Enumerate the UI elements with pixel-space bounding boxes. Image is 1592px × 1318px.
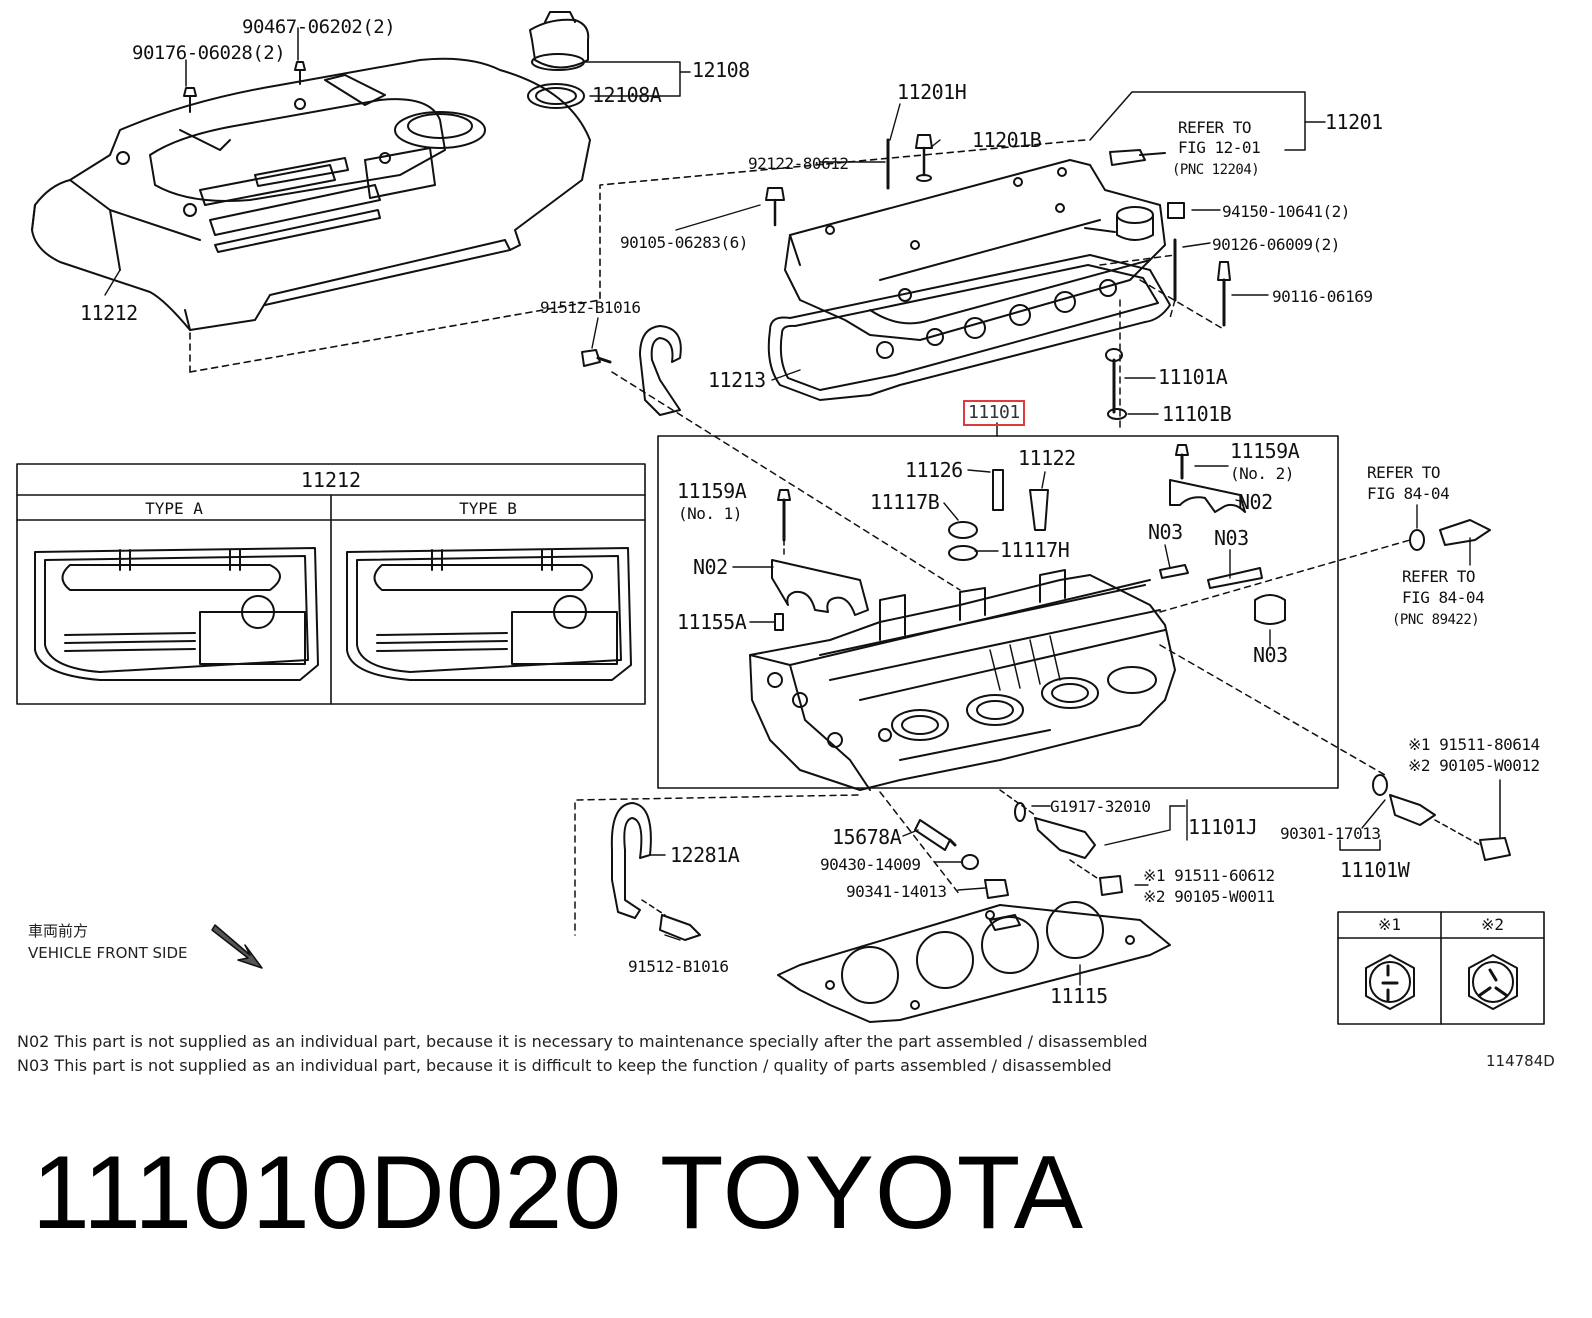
label-91512-b1016-top[interactable]: 91512-B1016 [540,298,641,317]
label-91511-60612[interactable]: ※1 91511-60612 [1143,866,1275,885]
vehicle-front-arrow [211,924,263,969]
label-90126-06009[interactable]: 90126-06009(2) [1212,235,1340,254]
label-90105-06283[interactable]: 90105-06283(6) [620,233,748,252]
inset-title: 11212 [300,468,362,492]
label-no1: (No. 1) [678,504,742,523]
note-n03: N03 This part is not supplied as an indi… [17,1056,1112,1075]
label-90430-14009[interactable]: 90430-14009 [820,855,921,874]
refer-fig-84-04-a-line2[interactable]: FIG 84-04 [1367,484,1450,503]
oil-cap-drawing [527,11,691,109]
caption-brand: TOYOTA [660,1135,1084,1251]
label-90105-w0011[interactable]: ※2 90105-W0011 [1143,887,1275,906]
label-11159A-no2[interactable]: 11159A [1230,439,1300,463]
head-gasket-drawing [777,901,1171,1023]
engine-hanger-bottom-drawing [610,802,701,941]
label-90116-06169[interactable]: 90116-06169 [1272,287,1373,306]
label-n03-a[interactable]: N03 [1148,520,1183,544]
label-n02-left[interactable]: N02 [693,555,728,579]
cam-bearing-caps-drawing [771,444,1491,776]
label-91511-80614[interactable]: ※1 91511-80614 [1408,735,1540,754]
vehicle-front-jp: 車両前方 [28,922,89,940]
lower-fasteners-drawing [879,774,1511,899]
label-90341-14013[interactable]: 90341-14013 [846,882,947,901]
refer-fig-84-04-b-line1: REFER TO [1402,567,1476,586]
label-92122-80612[interactable]: 92122-80612 [748,154,849,173]
label-15678A[interactable]: 15678A [832,825,902,849]
inset-type-a: TYPE A [145,499,203,518]
label-91512-b1016-bottom[interactable]: 91512-B1016 [628,957,729,976]
refer-fig-12-01-line2[interactable]: FIG 12-01 [1178,138,1261,157]
cover-bolts [183,27,306,113]
refer-fig-84-04-b-pnc: (PNC 89422) [1392,612,1480,628]
label-11101W[interactable]: 11101W [1340,858,1410,882]
label-no2: (No. 2) [1230,464,1294,483]
label-g1917-32010[interactable]: G1917-32010 [1050,797,1151,816]
label-n03-c[interactable]: N03 [1253,643,1288,667]
refer-fig-84-04-a-line1: REFER TO [1367,463,1441,482]
legend-col-2: ※2 [1480,915,1505,934]
valve-cover-drawing [784,91,1326,341]
valve-cover-fasteners [765,134,1231,431]
label-11101B[interactable]: 11101B [1162,402,1232,426]
label-12108A[interactable]: 12108A [592,83,662,107]
label-11115[interactable]: 11115 [1050,984,1108,1008]
figure-id: 114784D [1486,1052,1555,1070]
refer-fig-12-01-pnc: (PNC 12204) [1172,162,1260,178]
label-11213[interactable]: 11213 [708,368,766,392]
label-11201B[interactable]: 11201B [972,128,1042,152]
label-11117H[interactable]: 11117H [1000,538,1070,562]
refer-fig-84-04-b-line2[interactable]: FIG 84-04 [1402,588,1485,607]
valve-cover-gasket-drawing [767,254,1171,401]
label-11155A[interactable]: 11155A [677,610,747,634]
legend-table [1337,911,1545,1025]
label-11126[interactable]: 11126 [905,458,963,482]
refer-fig-12-01-line1: REFER TO [1178,118,1252,137]
caption-part-number: 111010D020 [32,1135,623,1251]
inset-type-b: TYPE B [459,499,517,518]
inset-11212-frame [16,463,646,705]
label-11212[interactable]: 11212 [80,301,138,325]
label-11101-highlighted[interactable]: 11101 [963,400,1025,426]
label-90467-06202[interactable]: 90467-06202(2) [242,16,396,38]
cylinder-head-drawing [749,569,1176,791]
leader-lines [104,103,1471,986]
label-12281A[interactable]: 12281A [670,843,740,867]
label-11122[interactable]: 11122 [1018,446,1076,470]
label-11101J[interactable]: 11101J [1188,815,1258,839]
vehicle-front-en: VEHICLE FRONT SIDE [28,944,188,962]
label-n02-right[interactable]: N02 [1238,490,1273,514]
engine-hanger-top-drawing [581,325,961,591]
label-90176-06028[interactable]: 90176-06028(2) [132,42,286,64]
label-11201H[interactable]: 11201H [897,80,967,104]
label-90301-17013[interactable]: 90301-17013 [1280,824,1381,843]
label-94150-10641[interactable]: 94150-10641(2) [1222,202,1350,221]
label-11117B[interactable]: 11117B [870,490,940,514]
label-11159A-no1[interactable]: 11159A [677,479,747,503]
label-n03-b[interactable]: N03 [1214,526,1249,550]
note-n02: N02 This part is not supplied as an indi… [17,1032,1148,1051]
engine-cover-drawing [31,57,591,331]
label-12108[interactable]: 12108 [692,58,750,82]
label-11101A[interactable]: 11101A [1158,365,1228,389]
legend-col-1: ※1 [1377,915,1402,934]
label-90105-w0012[interactable]: ※2 90105-W0012 [1408,756,1540,775]
label-11201[interactable]: 11201 [1325,110,1383,134]
